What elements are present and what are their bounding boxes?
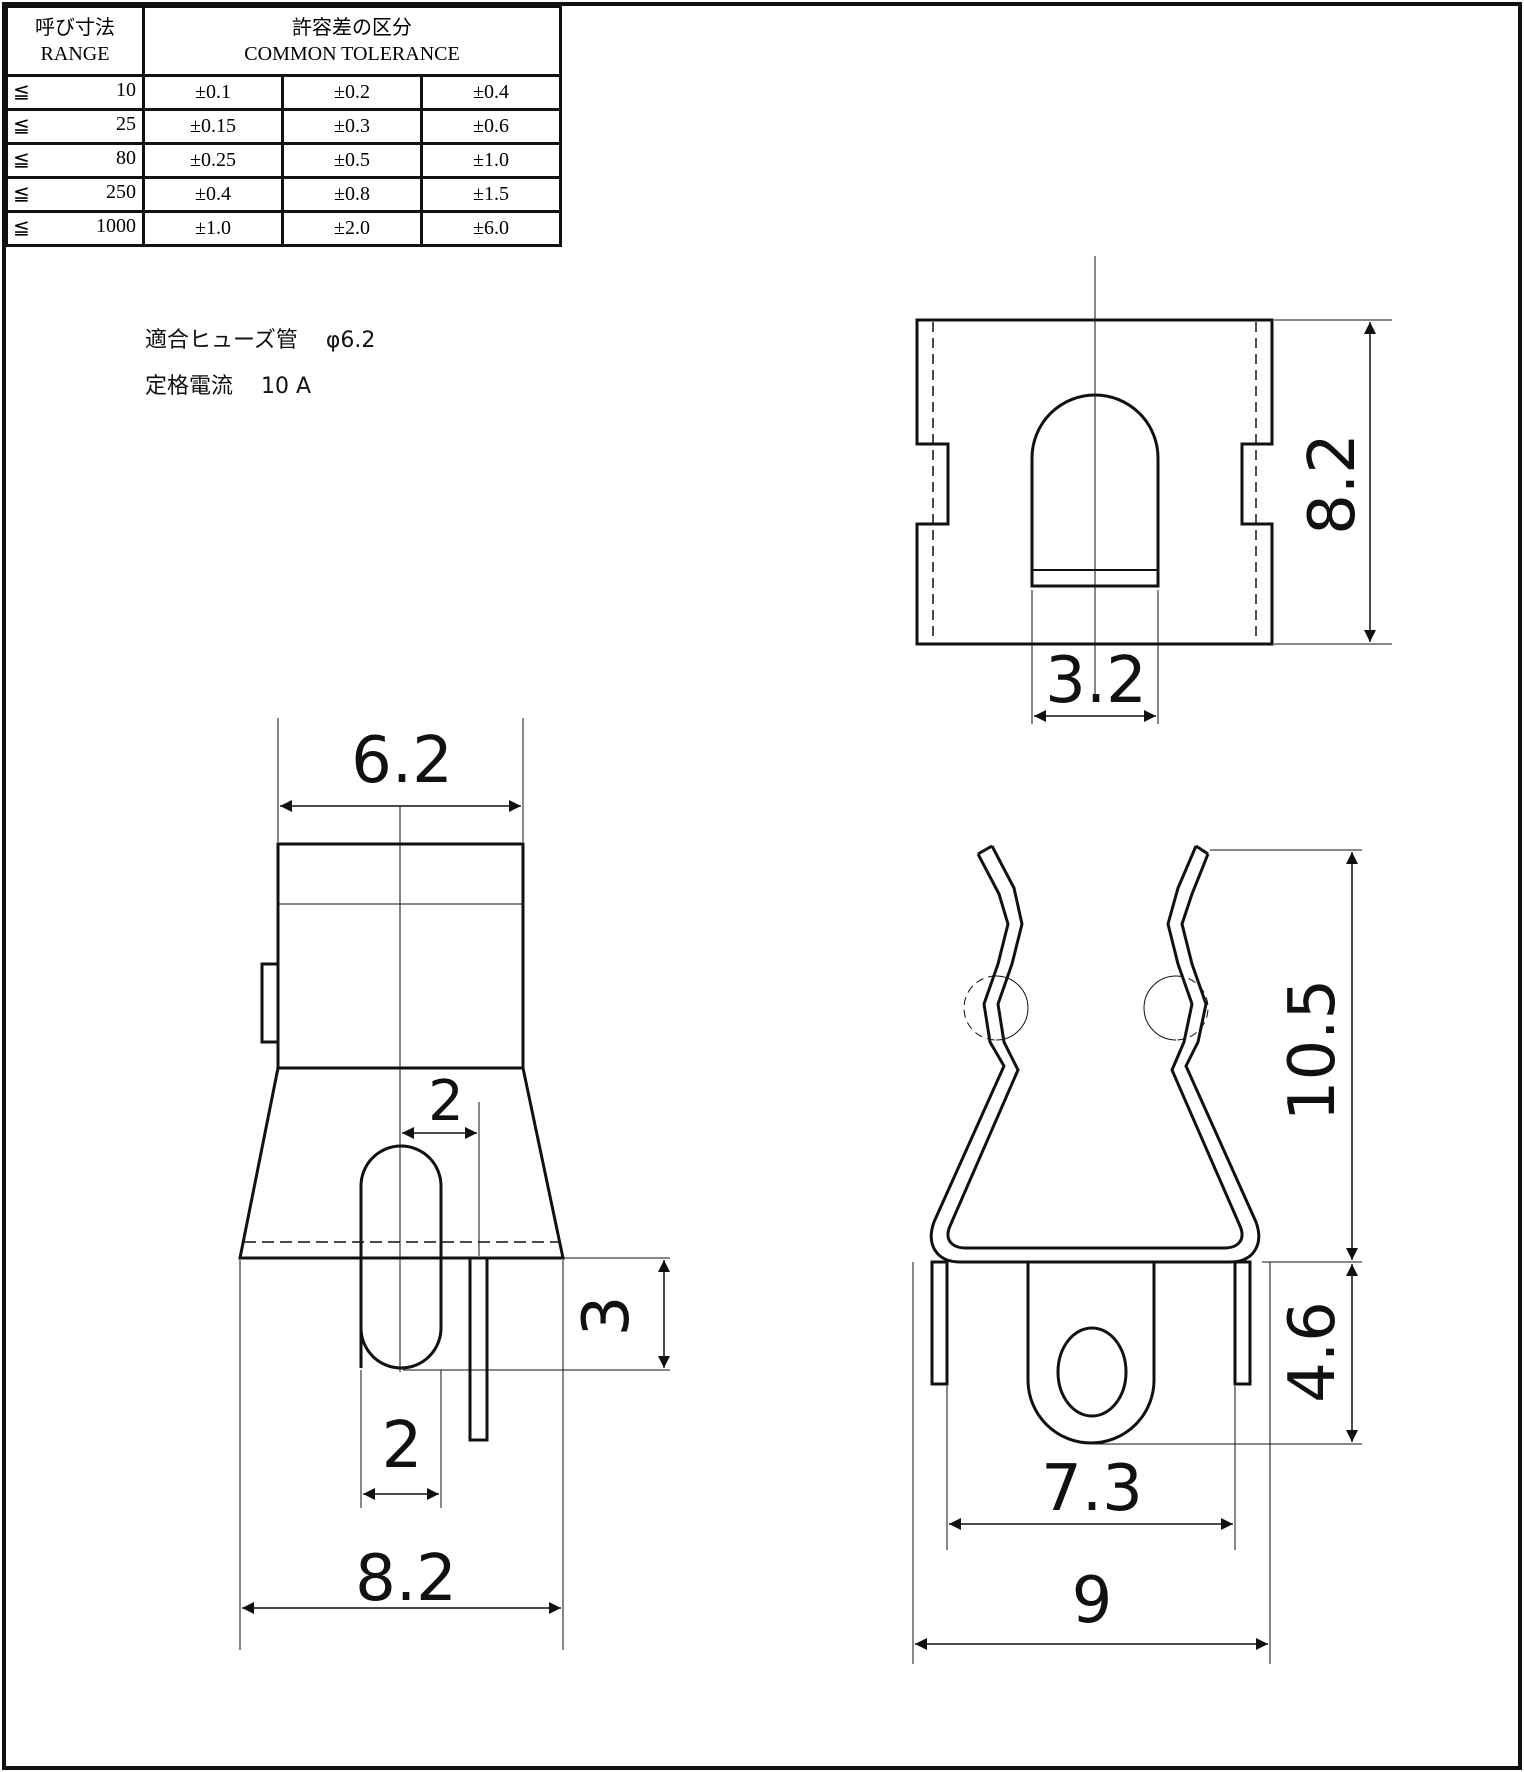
clip-tip — [1195, 844, 1209, 856]
tolerance-cell: ±0.8 — [281, 176, 423, 213]
dim-top-slot-width: 3.2 — [1045, 644, 1147, 718]
fuse-label: 適合ヒューズ管 — [145, 328, 298, 353]
table-row: ≦ 1000 ±1.0 ±2.0 ±6.0 — [5, 210, 562, 247]
range-value: 25 — [116, 113, 136, 135]
fuse-slot-outline — [1030, 393, 1160, 588]
le-symbol: ≦ — [13, 149, 30, 171]
side-slot-outline — [359, 1144, 443, 1370]
detent-bump — [1143, 975, 1177, 1041]
dim-top-height: 8.2 — [1296, 433, 1370, 535]
side-view — [238, 718, 670, 1650]
tolerance-header: 許容差の区分 COMMON TOLERANCE — [142, 5, 562, 77]
tolerance-cell: ±0.6 — [420, 108, 562, 145]
side-tab — [260, 962, 280, 1044]
tolerance-header-jp: 許容差の区分 — [292, 17, 412, 39]
tolerance-cell: ±0.5 — [281, 142, 423, 179]
range-value: 80 — [116, 147, 136, 169]
dim-side-base-width: 8.2 — [355, 1542, 457, 1616]
front-tab — [1026, 1262, 1156, 1445]
tolerance-cell: ±1.5 — [420, 176, 562, 213]
detent-bump-hidden — [963, 975, 997, 1041]
tolerance-cell: ±0.15 — [142, 108, 284, 145]
le-symbol: ≦ — [13, 115, 30, 137]
dim-front-pin-length: 4.6 — [1276, 1301, 1350, 1403]
clip-outer-profile — [929, 853, 1261, 1264]
fuse-value: φ6.2 — [325, 328, 376, 353]
dim-front-pin-span: 7.3 — [1041, 1452, 1143, 1526]
tolerance-cell: ±6.0 — [420, 210, 562, 247]
table-row: ≦ 25 ±0.15 ±0.3 ±0.6 — [5, 108, 562, 145]
detent-bump — [995, 975, 1029, 1041]
dim-front-base-width: 9 — [1072, 1564, 1113, 1638]
dim-side-pin-length: 3 — [570, 1296, 644, 1337]
fuse-spec: 適合ヒューズ管 φ6.2 — [145, 322, 375, 354]
le-symbol: ≦ — [13, 81, 30, 103]
tolerance-table: 呼び寸法 RANGE 許容差の区分 COMMON TOLERANCE ≦ 10 ±… — [5, 5, 562, 247]
range-value: 250 — [106, 181, 136, 203]
table-row: ≦ 10 ±0.1 ±0.2 ±0.4 — [5, 74, 562, 111]
side-lower-body — [238, 1066, 565, 1260]
tolerance-cell: ±1.0 — [142, 210, 284, 247]
tab-hole — [1056, 1326, 1128, 1418]
dim-side-slot-width: 2 — [382, 1409, 423, 1483]
top-view-outline — [915, 318, 1274, 646]
front-left-pin — [930, 1260, 949, 1386]
tolerance-cell: ±0.1 — [142, 74, 284, 111]
clip-inner-profile — [946, 845, 1244, 1250]
dim-front-height: 10.5 — [1276, 979, 1350, 1122]
tolerance-header-row: 呼び寸法 RANGE 許容差の区分 COMMON TOLERANCE — [5, 5, 562, 77]
current-label: 定格電流 — [145, 374, 234, 399]
range-value: 1000 — [96, 215, 136, 237]
tolerance-cell: ±0.4 — [420, 74, 562, 111]
range-header: 呼び寸法 RANGE — [5, 5, 145, 77]
tolerance-header-en: COMMON TOLERANCE — [244, 43, 460, 65]
tolerance-cell: ±0.4 — [142, 176, 284, 213]
table-row: ≦ 250 ±0.4 ±0.8 ±1.5 — [5, 176, 562, 213]
front-right-pin — [1233, 1260, 1252, 1386]
tolerance-cell: ±2.0 — [281, 210, 423, 247]
current-spec: 定格電流 10 A — [145, 368, 311, 400]
range-header-jp: 呼び寸法 — [35, 17, 115, 39]
dim-side-top-width: 6.2 — [351, 724, 453, 798]
tolerance-cell: ±0.3 — [281, 108, 423, 145]
table-row: ≦ 80 ±0.25 ±0.5 ±1.0 — [5, 142, 562, 179]
le-symbol: ≦ — [13, 183, 30, 205]
detent-bump-hidden — [1175, 975, 1209, 1041]
tolerance-cell: ±1.0 — [420, 142, 562, 179]
side-pin — [468, 1256, 489, 1442]
front-view — [912, 844, 1362, 1664]
range-value: 10 — [116, 79, 136, 101]
clip-tip — [977, 844, 993, 856]
top-view — [915, 256, 1392, 724]
le-symbol: ≦ — [13, 217, 30, 239]
tolerance-cell: ±0.25 — [142, 142, 284, 179]
dim-side-pin-offset: 2 — [428, 1069, 464, 1134]
current-value: 10 A — [261, 374, 312, 399]
range-header-en: RANGE — [40, 43, 110, 65]
tolerance-cell: ±0.2 — [281, 74, 423, 111]
